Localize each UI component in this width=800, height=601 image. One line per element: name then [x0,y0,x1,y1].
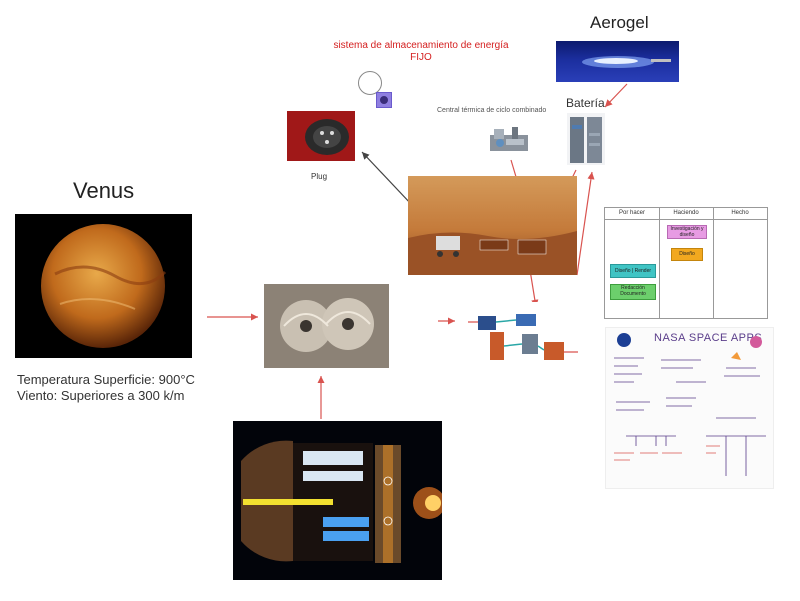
circle-marker[interactable] [358,71,382,95]
mars-rover-image[interactable] [408,176,577,275]
kanban-column-doing: Haciendo [659,208,714,318]
whiteboard-notes-image[interactable]: NASA SPACE APPS [605,327,774,489]
kanban-column-done: Hecho [713,208,767,318]
purple-marker-icon[interactable] [376,92,392,108]
storage-line-1: sistema de almacenamiento de energía [333,40,509,51]
storage-line-2: FIJO [410,52,432,63]
venus-wind: Viento: Superiores a 300 k/m [17,388,185,403]
card-diseno-render[interactable]: Diseño | Render [610,264,656,278]
venus-info: Temperatura Superficie: 900°C Viento: Su… [17,372,195,404]
plug-image[interactable] [287,111,355,161]
power-plant-image[interactable] [486,121,532,157]
bateria-title: Batería [566,96,605,110]
card-investigacion[interactable]: Investigación y diseño [667,225,707,239]
venus-storm-image[interactable] [264,284,389,368]
kanban-header-todo: Por hacer [605,208,659,220]
aerogel-title: Aerogel [590,13,649,32]
whiteboard-title: NASA SPACE APPS [654,332,763,344]
aerogel-image[interactable] [556,41,679,82]
storage-system-label: sistema de almacenamiento de energía FIJ… [326,40,516,64]
venus-atmosphere-diagram-image[interactable] [233,421,442,580]
venus-title: Venus [73,178,135,203]
kanban-column-todo: Por hacer [605,208,660,318]
venus-temperature: Temperatura Superficie: 900°C [17,372,195,387]
process-diagram-image[interactable] [460,302,584,380]
central-termica-label: Central térmica de ciclo combinado [437,107,547,114]
arrow-aerogel-to-bateria [604,83,628,108]
kanban-header-doing: Haciendo [659,208,713,220]
card-diseno[interactable]: Diseño [671,248,703,261]
venus-planet-image[interactable] [15,214,192,358]
kanban-header-done: Hecho [713,208,767,220]
arrow-mars-to-bateria [576,171,595,276]
battery-image[interactable] [567,113,605,165]
card-redaccion[interactable]: Redacción Documento [610,284,656,300]
kanban-board[interactable]: Por hacer Haciendo Hecho Diseño | Render… [604,207,768,319]
plug-label: Plug [311,172,328,181]
